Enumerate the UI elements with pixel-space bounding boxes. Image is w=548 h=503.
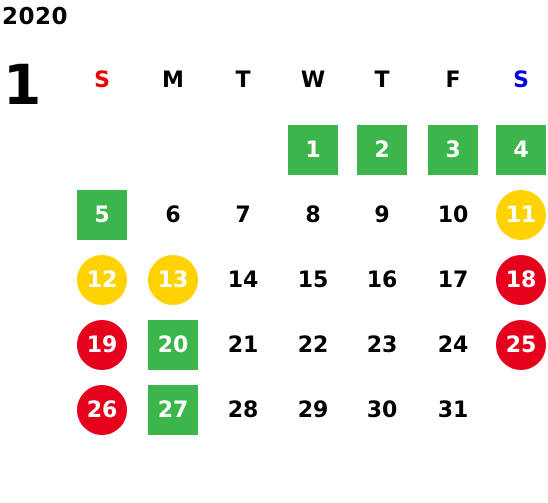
day-cell-16[interactable]: 16 xyxy=(366,267,398,293)
day-cell-17[interactable]: 17 xyxy=(437,267,469,293)
calendar-year: 2020 xyxy=(2,4,69,30)
day-cell-27[interactable]: 27 xyxy=(148,385,198,435)
day-cell-26[interactable]: 26 xyxy=(77,385,127,435)
weekday-label-monday: M xyxy=(162,68,184,93)
day-cell-11[interactable]: 11 xyxy=(496,190,546,240)
day-cell-13[interactable]: 13 xyxy=(148,255,198,305)
day-cell-2[interactable]: 2 xyxy=(357,125,407,175)
day-cell-25[interactable]: 25 xyxy=(496,320,546,370)
weekday-label-wednesday: W xyxy=(300,68,326,93)
day-cell-7[interactable]: 7 xyxy=(235,202,251,228)
day-cell-14[interactable]: 14 xyxy=(227,267,259,293)
day-cell-18[interactable]: 18 xyxy=(496,255,546,305)
day-cell-15[interactable]: 15 xyxy=(297,267,329,293)
day-cell-6[interactable]: 6 xyxy=(165,202,181,228)
day-cell-19[interactable]: 19 xyxy=(77,320,127,370)
day-cell-29[interactable]: 29 xyxy=(297,397,329,423)
day-cell-21[interactable]: 21 xyxy=(227,332,259,358)
day-cell-9[interactable]: 9 xyxy=(374,202,390,228)
weekday-label-saturday: S xyxy=(513,68,529,93)
day-cell-24[interactable]: 24 xyxy=(437,332,469,358)
weekday-label-sunday: S xyxy=(94,68,110,93)
day-cell-23[interactable]: 23 xyxy=(366,332,398,358)
day-cell-8[interactable]: 8 xyxy=(305,202,321,228)
weekday-label-thursday: T xyxy=(374,68,390,93)
day-cell-1[interactable]: 1 xyxy=(288,125,338,175)
day-cell-31[interactable]: 31 xyxy=(437,397,469,423)
calendar-month: 1 xyxy=(3,53,42,117)
weekday-label-friday: F xyxy=(445,68,461,93)
day-cell-3[interactable]: 3 xyxy=(428,125,478,175)
day-cell-10[interactable]: 10 xyxy=(437,202,469,228)
weekday-label-tuesday: T xyxy=(235,68,251,93)
day-cell-20[interactable]: 20 xyxy=(148,320,198,370)
day-cell-30[interactable]: 30 xyxy=(366,397,398,423)
day-cell-12[interactable]: 12 xyxy=(77,255,127,305)
day-cell-22[interactable]: 22 xyxy=(297,332,329,358)
day-cell-5[interactable]: 5 xyxy=(77,190,127,240)
day-cell-4[interactable]: 4 xyxy=(496,125,546,175)
day-cell-28[interactable]: 28 xyxy=(227,397,259,423)
